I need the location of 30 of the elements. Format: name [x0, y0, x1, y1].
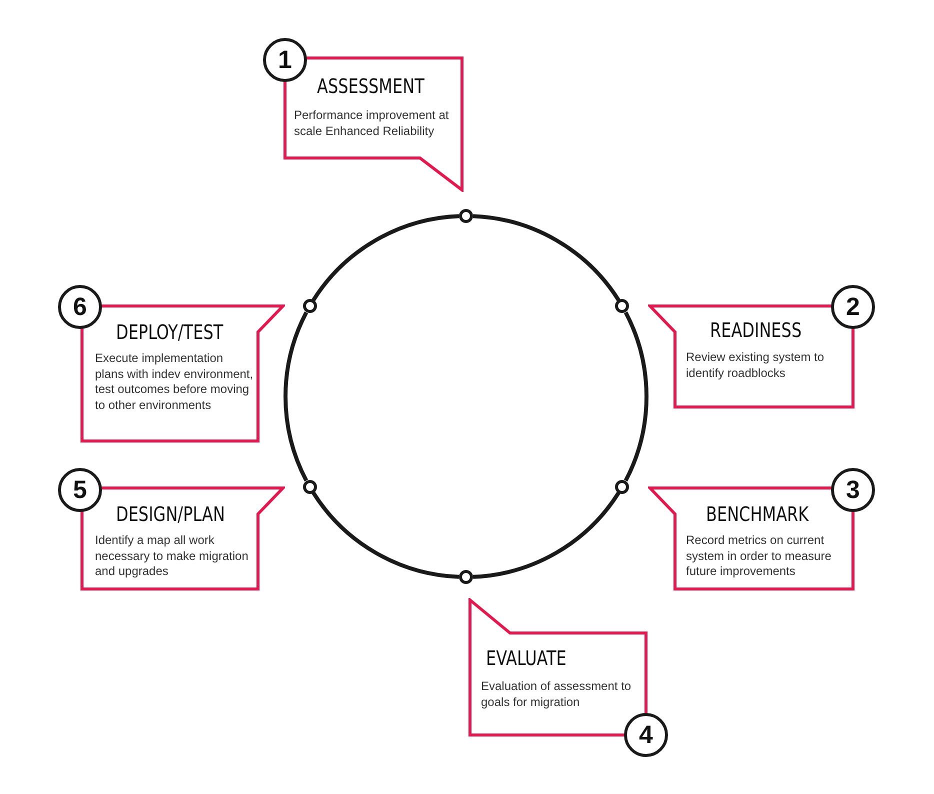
- step-number: 3: [831, 468, 875, 512]
- step-number: 5: [58, 468, 102, 512]
- ring-dot: [459, 570, 473, 584]
- step-heading: READINESS: [710, 318, 802, 342]
- ring-arc: [472, 492, 620, 579]
- step-description: Identify a map all work necessary to make migration and upgrades: [95, 533, 250, 580]
- ring-arc: [284, 312, 308, 482]
- ring-dot: [302, 299, 317, 314]
- ring-arc: [312, 214, 460, 302]
- ring-dot: [615, 299, 630, 314]
- step-number: 4: [624, 713, 668, 757]
- step-description: Record metrics on current system in order to measure future improvements: [686, 533, 832, 580]
- step-heading: DEPLOY/TEST: [116, 320, 224, 344]
- step-description: Review existing system to identify roadblocks: [686, 350, 826, 381]
- step-description: Execute implementation plans with indev environment, test outcomes before moving to other environments: [95, 351, 254, 413]
- step-description: Performance improvement at scale Enhanced Reliability: [294, 108, 450, 139]
- step-description: Evaluation of assessment to goals for migration: [481, 679, 632, 710]
- ring-dot: [459, 209, 473, 223]
- step-number: 6: [58, 285, 102, 329]
- step-heading: BENCHMARK: [706, 502, 809, 526]
- step-heading: DESIGN/PLAN: [116, 502, 225, 526]
- ring-arc: [472, 214, 620, 302]
- step-heading: EVALUATE: [486, 646, 566, 670]
- ring-arc: [312, 492, 460, 579]
- ring-dot: [302, 480, 317, 494]
- step-heading: ASSESSMENT: [317, 74, 424, 98]
- step-number: 1: [263, 38, 307, 82]
- ring-dot: [615, 480, 630, 494]
- step-number: 2: [831, 285, 875, 329]
- ring-arc: [624, 312, 648, 482]
